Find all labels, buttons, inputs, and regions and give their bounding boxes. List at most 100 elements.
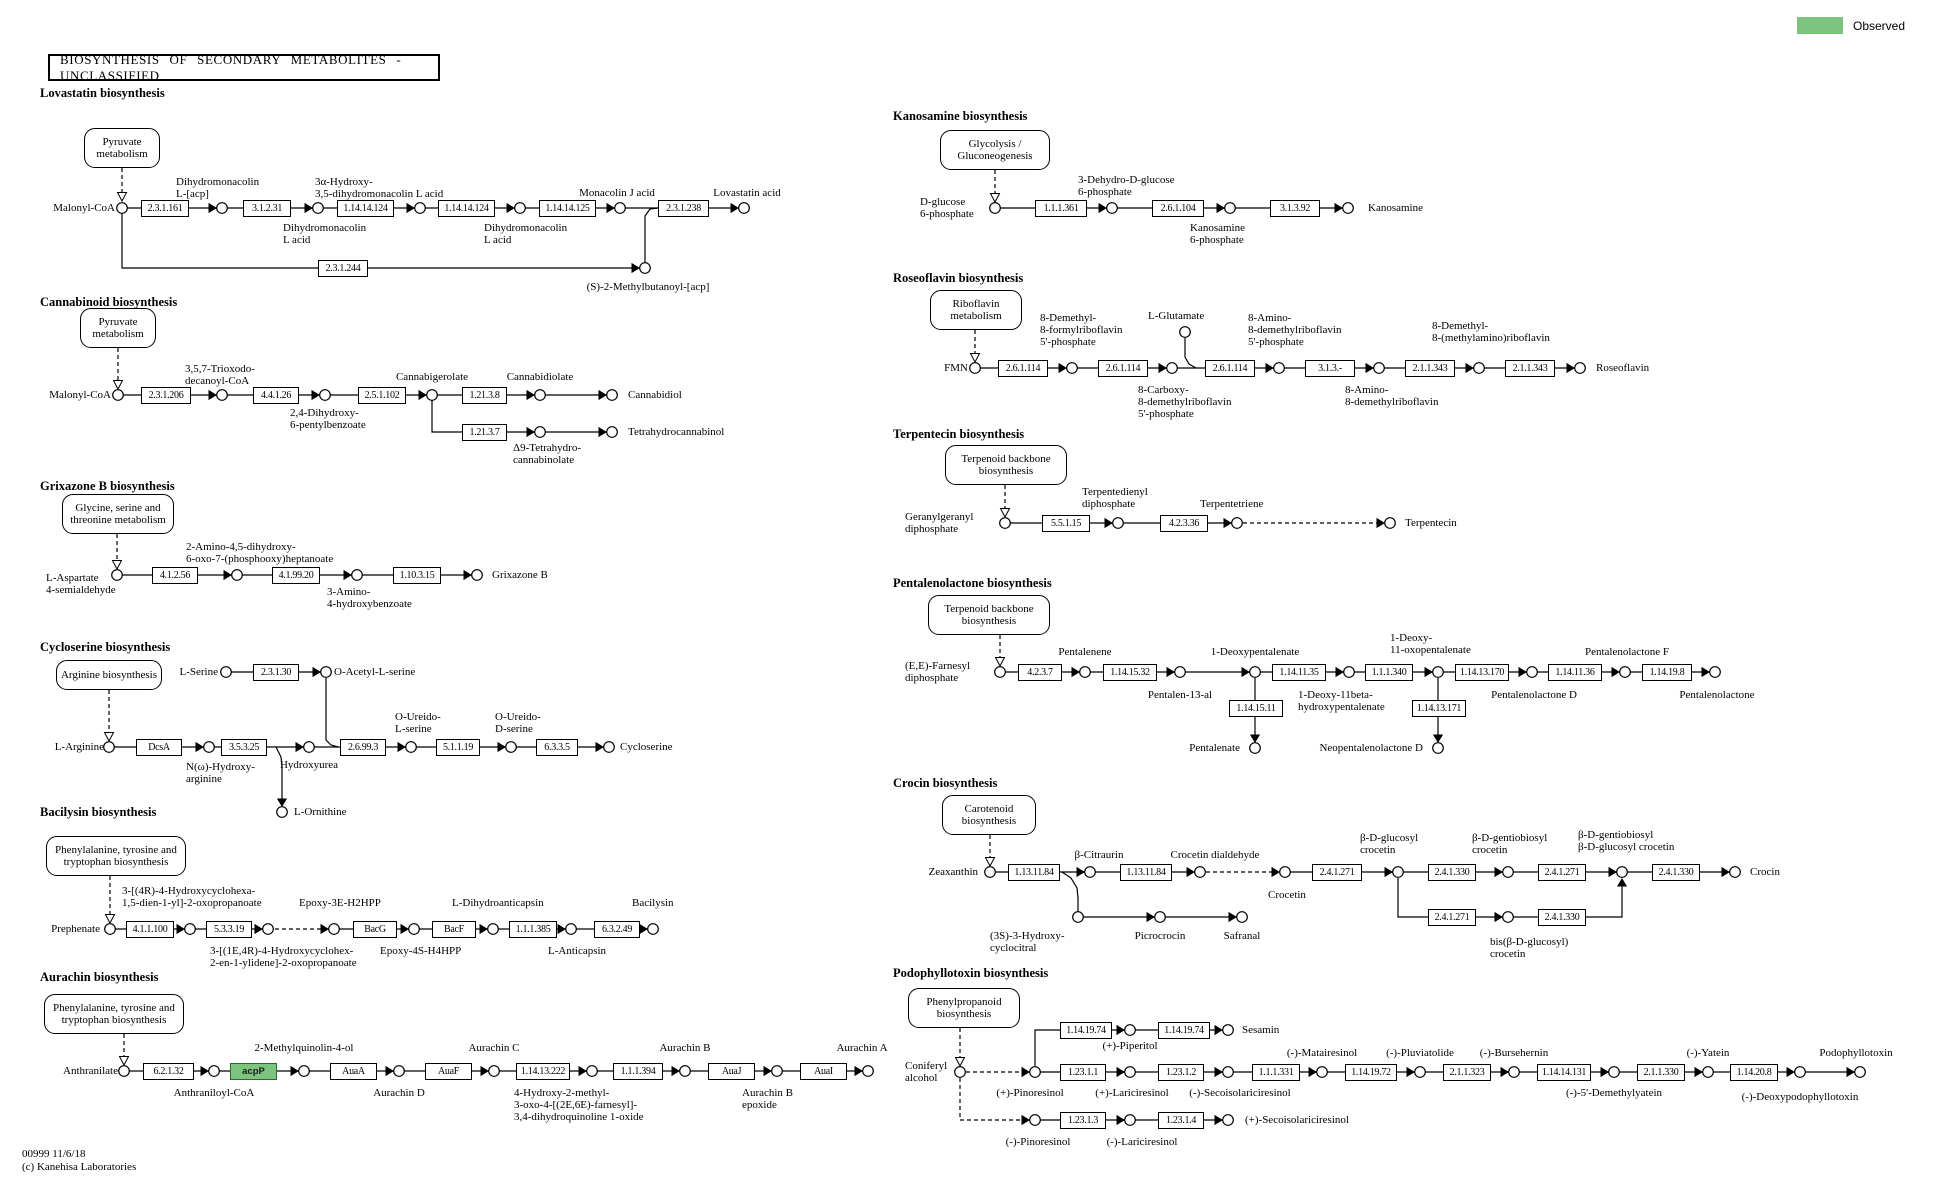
compound-circle[interactable] [1112, 517, 1124, 529]
map-link[interactable]: Glycolysis /Gluconeogenesis [940, 130, 1050, 170]
compound-circle[interactable] [1084, 866, 1096, 878]
enzyme-box[interactable]: 1.23.1.4 [1158, 1112, 1204, 1129]
compound-circle[interactable] [231, 569, 243, 581]
compound-circle[interactable] [586, 1065, 598, 1077]
compound-circle[interactable] [1794, 1066, 1806, 1078]
enzyme-box[interactable]: 4.1.1.100 [126, 921, 174, 938]
enzyme-box[interactable]: 4.2.3.36 [1160, 515, 1208, 532]
enzyme-box[interactable]: 1.13.11.84 [1008, 864, 1060, 881]
compound-circle[interactable] [606, 426, 618, 438]
compound-circle[interactable] [112, 389, 124, 401]
compound-circle[interactable] [393, 1065, 405, 1077]
compound-circle[interactable] [1231, 517, 1243, 529]
compound-circle[interactable] [1072, 911, 1084, 923]
enzyme-box[interactable]: 1.14.14.125 [539, 200, 596, 217]
compound-circle[interactable] [1166, 362, 1178, 374]
compound-circle[interactable] [603, 741, 615, 753]
enzyme-box[interactable]: 5.3.3.19 [206, 921, 252, 938]
compound-circle[interactable] [1236, 911, 1248, 923]
enzyme-box[interactable]: 2.1.1.343 [1405, 360, 1455, 377]
compound-circle[interactable] [1574, 362, 1586, 374]
compound-circle[interactable] [639, 262, 651, 274]
enzyme-box[interactable]: BacF [432, 921, 476, 938]
compound-circle[interactable] [1502, 911, 1514, 923]
enzyme-box[interactable]: 1.14.19.8 [1642, 664, 1692, 681]
enzyme-box[interactable]: 2.6.99.3 [340, 739, 386, 756]
compound-circle[interactable] [262, 923, 274, 935]
enzyme-box[interactable]: 2.4.1.330 [1652, 864, 1700, 881]
compound-circle[interactable] [1179, 326, 1191, 338]
compound-circle[interactable] [984, 866, 996, 878]
compound-circle[interactable] [1854, 1066, 1866, 1078]
enzyme-box[interactable]: 1.23.1.1 [1060, 1064, 1106, 1081]
compound-circle[interactable] [1392, 866, 1404, 878]
compound-circle[interactable] [320, 666, 332, 678]
enzyme-box[interactable]: 6.3.2.49 [594, 921, 640, 938]
enzyme-box[interactable]: 1.23.1.3 [1060, 1112, 1106, 1129]
compound-circle[interactable] [298, 1065, 310, 1077]
compound-circle[interactable] [1249, 742, 1261, 754]
compound-circle[interactable] [276, 806, 288, 818]
compound-circle[interactable] [1222, 1114, 1234, 1126]
enzyme-box[interactable]: 2.6.1.114 [1205, 360, 1255, 377]
enzyme-box[interactable]: 1.14.15.32 [1103, 664, 1157, 681]
compound-circle[interactable] [220, 666, 232, 678]
compound-circle[interactable] [505, 741, 517, 753]
compound-circle[interactable] [614, 202, 626, 214]
compound-circle[interactable] [771, 1065, 783, 1077]
compound-circle[interactable] [1154, 911, 1166, 923]
compound-circle[interactable] [488, 1065, 500, 1077]
enzyme-box[interactable]: 1.21.3.7 [462, 424, 507, 441]
enzyme-box[interactable]: 2.6.1.114 [1098, 360, 1148, 377]
enzyme-box[interactable]: AuaI [800, 1063, 847, 1080]
compound-circle[interactable] [487, 923, 499, 935]
enzyme-box[interactable]: 2.6.1.114 [998, 360, 1048, 377]
compound-circle[interactable] [1222, 1024, 1234, 1036]
enzyme-box[interactable]: 1.14.20.8 [1730, 1064, 1778, 1081]
compound-circle[interactable] [1432, 742, 1444, 754]
compound-circle[interactable] [1249, 666, 1261, 678]
compound-circle[interactable] [1224, 202, 1236, 214]
enzyme-box[interactable]: 2.4.1.330 [1428, 864, 1476, 881]
enzyme-box[interactable]: 1.14.15.11 [1229, 700, 1283, 717]
enzyme-box[interactable]: 1.1.1.361 [1035, 200, 1087, 217]
compound-circle[interactable] [103, 741, 115, 753]
compound-circle[interactable] [1384, 517, 1396, 529]
compound-circle[interactable] [1342, 202, 1354, 214]
enzyme-box[interactable]: 1.10.3.15 [393, 567, 441, 584]
compound-circle[interactable] [534, 426, 546, 438]
enzyme-box[interactable]: 4.4.1.26 [253, 387, 299, 404]
compound-circle[interactable] [319, 389, 331, 401]
enzyme-box[interactable]: 1.14.14.124 [438, 200, 495, 217]
compound-circle[interactable] [1619, 666, 1631, 678]
enzyme-box[interactable]: 2.3.1.30 [253, 664, 299, 681]
compound-circle[interactable] [565, 923, 577, 935]
compound-circle[interactable] [111, 569, 123, 581]
enzyme-box[interactable]: 1.14.13.171 [1412, 700, 1466, 717]
compound-circle[interactable] [1702, 1066, 1714, 1078]
compound-circle[interactable] [471, 569, 483, 581]
compound-circle[interactable] [184, 923, 196, 935]
enzyme-box[interactable]: 2.4.1.271 [1428, 909, 1476, 926]
enzyme-box[interactable]: 1.14.19.72 [1345, 1064, 1397, 1081]
compound-circle[interactable] [1526, 666, 1538, 678]
compound-circle[interactable] [1373, 362, 1385, 374]
compound-circle[interactable] [118, 1065, 130, 1077]
compound-circle[interactable] [1709, 666, 1721, 678]
compound-circle[interactable] [954, 1066, 966, 1078]
compound-circle[interactable] [999, 517, 1011, 529]
compound-circle[interactable] [862, 1065, 874, 1077]
enzyme-box[interactable]: 1.14.13.222 [516, 1063, 570, 1080]
compound-circle[interactable] [1273, 362, 1285, 374]
compound-circle[interactable] [1316, 1066, 1328, 1078]
compound-circle[interactable] [1124, 1024, 1136, 1036]
enzyme-box[interactable]: 2.5.1.102 [358, 387, 406, 404]
enzyme-box[interactable]: 3.1.3.- [1305, 360, 1355, 377]
compound-circle[interactable] [216, 202, 228, 214]
enzyme-box[interactable]: 2.3.1.161 [141, 200, 189, 217]
enzyme-box[interactable]: BacG [353, 921, 397, 938]
compound-circle[interactable] [679, 1065, 691, 1077]
compound-circle[interactable] [994, 666, 1006, 678]
